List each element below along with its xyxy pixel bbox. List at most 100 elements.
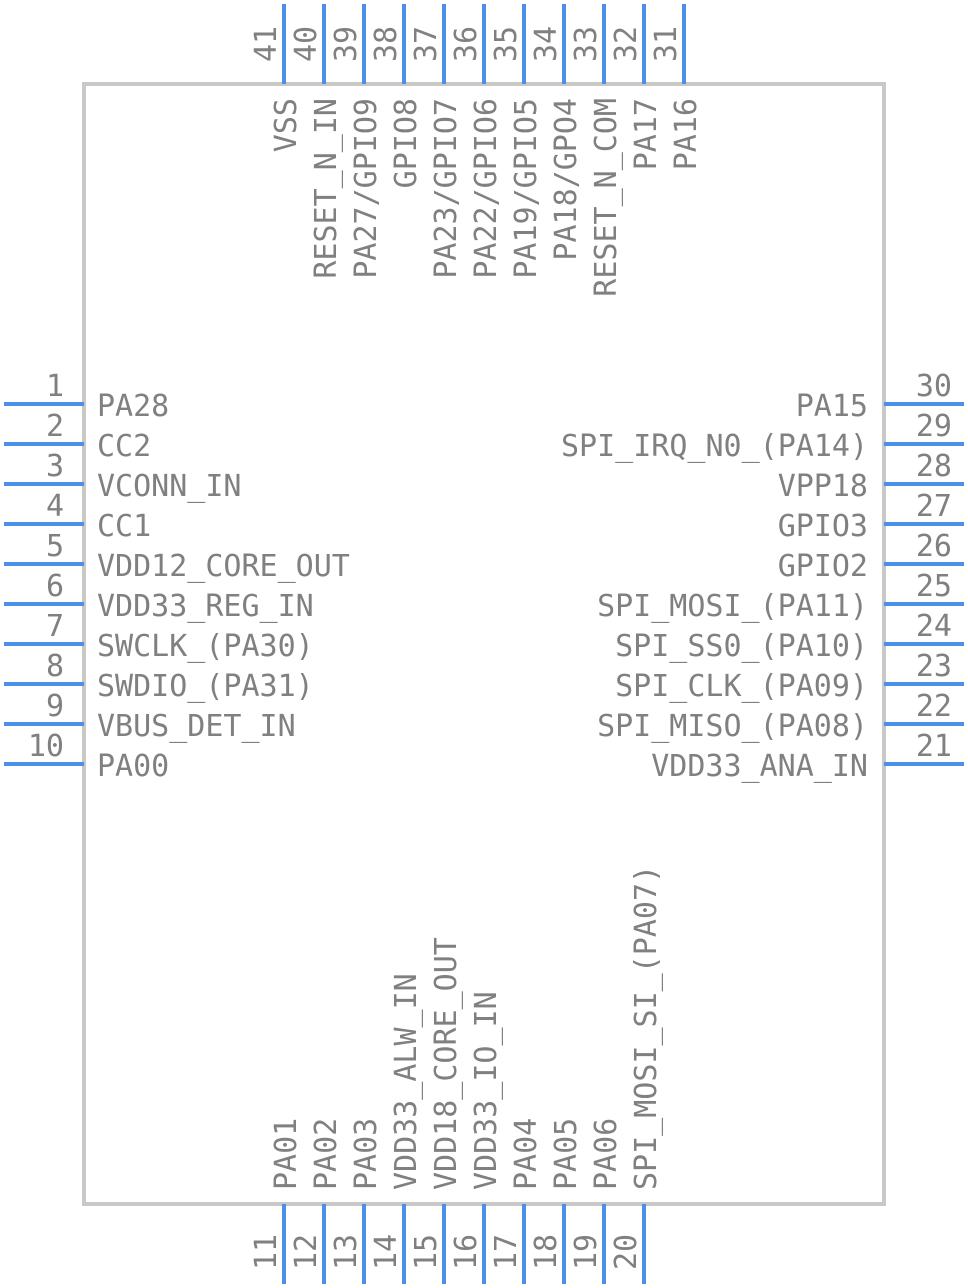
- pin-number: 15: [409, 1234, 444, 1270]
- pin-number: 39: [329, 26, 364, 62]
- pin-label: RESET_N_IN: [309, 98, 344, 279]
- pin-label: PA01: [269, 1118, 304, 1190]
- pin-label: CC1: [97, 509, 151, 544]
- pin-label: SWDIO_(PA31): [97, 669, 314, 704]
- pin-label: PA05: [549, 1118, 584, 1190]
- pin-number: 19: [569, 1234, 604, 1270]
- pin-label: SPI_SS0_(PA10): [615, 629, 868, 664]
- pin-number: 29: [916, 409, 952, 444]
- pin-17: 17 PA04: [489, 1118, 544, 1284]
- pin-label: PA28: [97, 389, 169, 424]
- pin-label: VPP18: [778, 469, 868, 504]
- pin-number: 31: [649, 26, 684, 62]
- pin-label: VSS: [269, 98, 304, 152]
- pin-number: 10: [28, 729, 64, 764]
- pin-number: 28: [916, 449, 952, 484]
- pin-number: 4: [46, 489, 64, 524]
- pin-number: 24: [916, 609, 952, 644]
- pin-number: 33: [569, 26, 604, 62]
- pin-label: VCONN_IN: [97, 469, 242, 504]
- pin-number: 23: [916, 649, 952, 684]
- pin-label: SPI_MOSI_SI_(PA07): [629, 865, 664, 1190]
- pin-label: VBUS_DET_IN: [97, 709, 296, 744]
- pin-19: 19 PA06: [569, 1118, 624, 1284]
- pin-label: PA04: [509, 1118, 544, 1190]
- pin-label: RESET_N_COM: [589, 98, 624, 297]
- pin-16: 16 VDD33_IO_IN: [449, 991, 504, 1284]
- pin-label: PA22/GPIO6: [469, 98, 504, 279]
- pin-label: PA16: [669, 98, 704, 170]
- pin-number: 21: [916, 729, 952, 764]
- pin-label: CC2: [97, 429, 151, 464]
- pin-number: 1: [46, 369, 64, 404]
- pin-number: 5: [46, 529, 64, 564]
- pin-number: 14: [369, 1234, 404, 1270]
- pin-label: SPI_CLK_(PA09): [615, 669, 868, 704]
- pin-number: 30: [916, 369, 952, 404]
- pin-label: PA15: [796, 389, 868, 424]
- pin-number: 27: [916, 489, 952, 524]
- pin-number: 38: [369, 26, 404, 62]
- pin-label: VDD12_CORE_OUT: [97, 549, 350, 584]
- pin-number: 36: [449, 26, 484, 62]
- pin-label: VDD33_ANA_IN: [651, 749, 868, 784]
- pin-number: 12: [289, 1234, 324, 1270]
- pin-number: 25: [916, 569, 952, 604]
- pin-number: 16: [449, 1234, 484, 1270]
- pin-number: 34: [529, 26, 564, 62]
- pin-number: 7: [46, 609, 64, 644]
- pin-number: 32: [609, 26, 644, 62]
- pin-number: 20: [609, 1234, 644, 1270]
- pin-label: SPI_IRQ_N0_(PA14): [561, 429, 868, 464]
- pin-number: 40: [289, 26, 324, 62]
- pin-number: 3: [46, 449, 64, 484]
- pin-label: GPIO3: [778, 509, 868, 544]
- pin-number: 41: [249, 26, 284, 62]
- pin-number: 6: [46, 569, 64, 604]
- pin-number: 17: [489, 1234, 524, 1270]
- pin-label: PA02: [309, 1118, 344, 1190]
- pin-label: PA03: [349, 1118, 384, 1190]
- pin-label: PA19/GPIO5: [509, 98, 544, 279]
- pin-number: 8: [46, 649, 64, 684]
- pin-20: 20 SPI_MOSI_SI_(PA07): [609, 865, 664, 1284]
- pin-label: PA06: [589, 1118, 624, 1190]
- pin-label: GPIO2: [778, 549, 868, 584]
- pins-layer: 1PA282CC23VCONN_IN4CC15VDD12_CORE_OUT6VD…: [4, 4, 964, 1284]
- pin-number: 9: [46, 689, 64, 724]
- pin-label: SWCLK_(PA30): [97, 629, 314, 664]
- pin-number: 35: [489, 26, 524, 62]
- pin-label: VDD33_IO_IN: [469, 991, 504, 1190]
- pin-number: 2: [46, 409, 64, 444]
- pin-label: PA00: [97, 749, 169, 784]
